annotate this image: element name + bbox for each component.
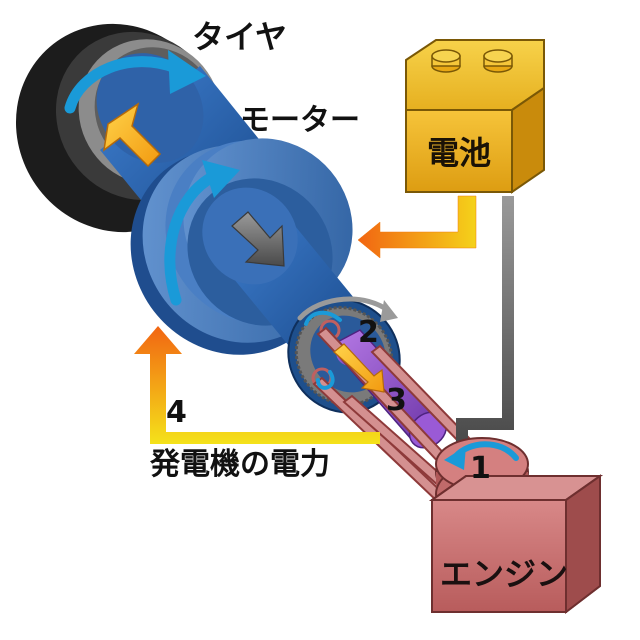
engine-to-battery-line <box>456 196 514 442</box>
battery-stud <box>431 49 461 73</box>
sun-gear-rotation-arrow <box>304 310 342 326</box>
gear-rotation-arrow <box>297 296 393 321</box>
tire-torque-arrow <box>102 102 162 168</box>
marker-1: 1 <box>470 451 491 486</box>
engine-rotation-arrowhead <box>444 446 466 470</box>
motor-rotation-arrowhead <box>202 160 240 198</box>
generator-power-label: 発電機の電力 <box>149 447 330 482</box>
battery-to-motor-arrow <box>357 195 477 259</box>
marker-2: 2 <box>358 315 379 350</box>
engine-label: エンジン <box>440 555 568 593</box>
motor-label: モーター <box>240 103 360 138</box>
generator-torque-arrow <box>333 343 385 393</box>
planet-gear-rotation-arrow <box>316 370 335 390</box>
marker-3: 3 <box>386 383 407 418</box>
engine <box>428 437 604 615</box>
battery-stud <box>483 49 513 73</box>
marker-4: 4 <box>166 395 187 430</box>
gear-rotation-arrowhead <box>380 300 398 322</box>
battery-label: 電池 <box>427 134 491 172</box>
motor-torque-arrow <box>231 211 285 267</box>
tire-rotation-arrowhead <box>168 50 206 94</box>
motor-rotation-arrow <box>164 170 220 306</box>
tire-label: タイヤ <box>192 18 287 56</box>
generator-power-arrow <box>134 326 380 444</box>
tire-rotation-arrow <box>64 56 182 114</box>
battery <box>405 39 545 194</box>
